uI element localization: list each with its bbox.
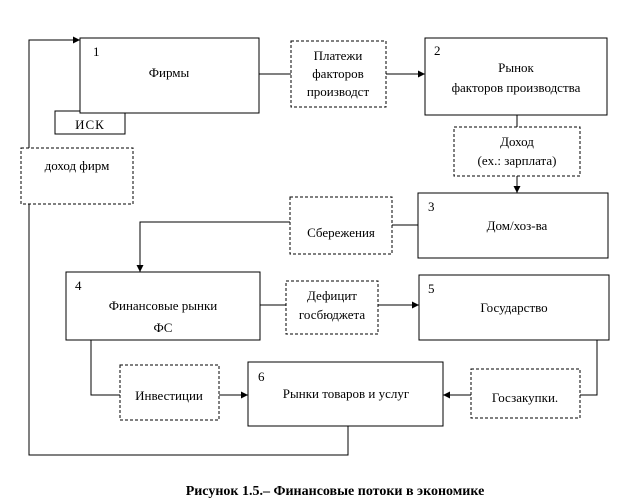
factor-market-line-2: факторов производства (452, 80, 581, 95)
connectors (28, 36, 598, 456)
box-households: 3 Дом/хоз-ва (417, 192, 609, 259)
box-factor-market-number: 2 (434, 43, 441, 58)
box-government-label: Государство (480, 300, 547, 315)
factor-payments-line-1: Платежи (314, 48, 363, 63)
purchases-label: Госзакупки. (492, 390, 558, 405)
flow-finmarkets-to-investments (90, 340, 120, 396)
factor-market-line-1: Рынок (498, 60, 534, 75)
income-line-2: (ex.: зарплата) (478, 153, 557, 168)
box-deficit: Дефицит госбюджета (285, 280, 379, 335)
box-firm-income: доход фирм (20, 147, 134, 205)
box-government-number: 5 (428, 281, 435, 296)
box-goods-market-label: Рынки товаров и услуг (283, 386, 409, 401)
box-firms-label: Фирмы (149, 65, 190, 80)
box-financial-markets: 4 Финансовые рынки ФС (65, 271, 261, 341)
income-line-1: Доход (500, 134, 534, 149)
box-factor-payments: Платежи факторов производст (290, 40, 387, 108)
box-purchases: Госзакупки. (470, 368, 581, 419)
box-firms: ИСК 1 Фирмы (54, 37, 260, 135)
box-government: 5 Государство (418, 274, 610, 341)
box-households-number: 3 (428, 199, 435, 214)
isk-label: ИСК (75, 117, 105, 132)
box-firms-number: 1 (93, 44, 100, 59)
flow-government-to-purchases (580, 340, 598, 396)
figure-caption: Рисунок 1.5.– Финансовые потоки в эконом… (186, 484, 485, 499)
box-savings: Сбережения (289, 196, 393, 255)
firm-income-label: доход фирм (45, 158, 110, 173)
box-factor-market: 2 Рынок факторов производства (424, 37, 608, 116)
factor-payments-line-2: факторов (312, 66, 364, 81)
box-goods-market-number: 6 (258, 369, 265, 384)
box-income: Доход (ex.: зарплата) (453, 126, 581, 177)
fin-markets-line-1: Финансовые рынки (109, 298, 218, 313)
box-investments: Инвестиции (119, 364, 220, 421)
flow-savings-to-finmarkets (136, 221, 290, 272)
box-households-label: Дом/хоз-ва (487, 218, 548, 233)
flow-goods-to-firms (28, 36, 349, 456)
box-goods-market: 6 Рынки товаров и услуг (247, 361, 444, 427)
fin-markets-line-2: ФС (154, 320, 173, 335)
deficit-line-2: госбюджета (299, 307, 365, 322)
savings-label: Сбережения (307, 225, 375, 240)
box-financial-markets-number: 4 (75, 278, 82, 293)
factor-payments-line-3: производст (307, 84, 370, 99)
investments-label: Инвестиции (135, 388, 203, 403)
deficit-line-1: Дефицит (307, 288, 357, 303)
